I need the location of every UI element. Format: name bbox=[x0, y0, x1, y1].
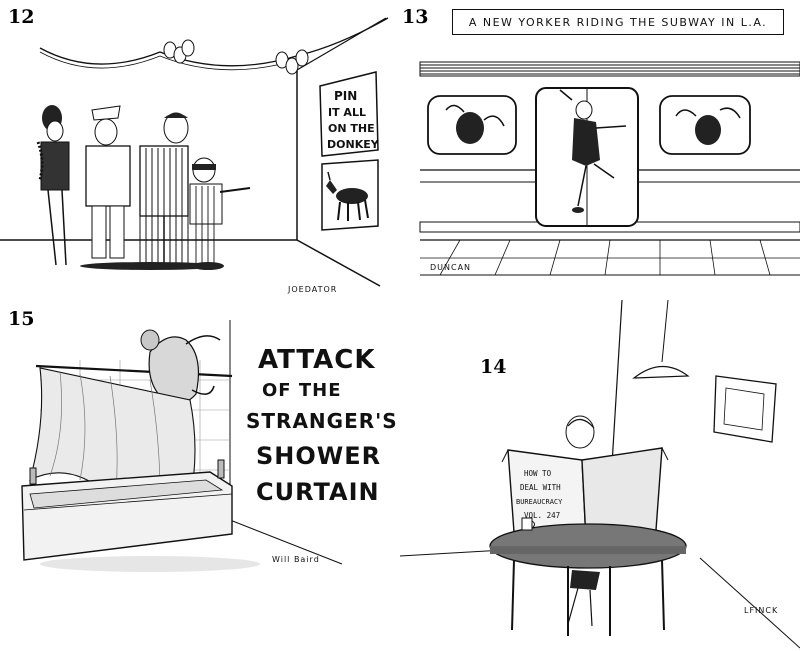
book-line-3: BUREAUCRACY bbox=[516, 498, 563, 506]
title-line-5: CURTAIN bbox=[256, 478, 380, 506]
sign-line-2: IT ALL bbox=[328, 106, 366, 119]
bathtub bbox=[21, 459, 233, 561]
wall-picture-frame bbox=[713, 375, 777, 443]
book-line-1: HOW TO bbox=[524, 469, 552, 478]
panel-number: 12 bbox=[8, 6, 35, 28]
round-table bbox=[489, 523, 687, 636]
reading-scene-drawing: HOW TO DEAL WITH BUREAUCRACY VOL. 247 LF… bbox=[400, 300, 800, 649]
panel-number: 13 bbox=[402, 6, 429, 28]
subway-scene-drawing: DUNCAN bbox=[419, 61, 800, 276]
shower-scene-drawing: ATTACK OF THE STRANGER'S SHOWER CURTAIN … bbox=[21, 320, 398, 572]
sign-line-3: ON THE bbox=[328, 122, 375, 135]
train-door bbox=[535, 87, 639, 227]
hanging-lamp bbox=[632, 300, 690, 379]
artist-signature: DUNCAN bbox=[430, 263, 471, 272]
train-window-left bbox=[427, 95, 517, 155]
train-window-right bbox=[659, 95, 751, 155]
balloon-cluster-left bbox=[163, 39, 195, 64]
large-book: HOW TO DEAL WITH BUREAUCRACY VOL. 247 bbox=[501, 447, 669, 541]
sign-line-4: DONKEY bbox=[327, 138, 380, 151]
donkey-picture bbox=[321, 159, 379, 231]
book-line-2: DEAL WITH bbox=[520, 483, 561, 492]
title-line-2: OF THE bbox=[262, 380, 342, 401]
balloon-cluster-right bbox=[275, 49, 309, 75]
curtain-creature bbox=[140, 329, 221, 405]
panel-number: 14 bbox=[480, 356, 507, 378]
book-line-4: VOL. 247 bbox=[524, 511, 560, 520]
man-light-suit bbox=[85, 105, 131, 259]
sign-line-1: PIN bbox=[334, 89, 357, 103]
blindfolded-child bbox=[189, 157, 251, 270]
woman-figure bbox=[36, 105, 70, 266]
man-striped-suit bbox=[139, 112, 189, 266]
cartoon-panel-15: 15 bbox=[0, 300, 400, 651]
panel-number: 15 bbox=[8, 308, 35, 330]
cartoon-panel-13: 13 A NEW YORKER RIDING THE SUBWAY IN L.A… bbox=[400, 0, 800, 300]
cartoon-panel-14: 14 HOW TO DEAL WITH BUREAUCRACY VOL. 247 bbox=[400, 300, 800, 651]
title-line-1: ATTACK bbox=[258, 345, 376, 375]
coffee-mug bbox=[521, 517, 535, 531]
title-line-3: STRANGER'S bbox=[246, 409, 398, 433]
artist-signature: Will Baird bbox=[272, 555, 320, 564]
cartoon-panel-12: 12 PIN IT ALL ON THE DONKEY bbox=[0, 0, 400, 300]
party-scene-drawing: PIN IT ALL ON THE DONKEY bbox=[0, 17, 389, 294]
caption-box: A NEW YORKER RIDING THE SUBWAY IN L.A. bbox=[452, 9, 784, 35]
artist-signature: LFINCK bbox=[744, 606, 778, 615]
title-line-4: SHOWER bbox=[256, 442, 381, 470]
artist-signature: JOEDATOR bbox=[287, 285, 337, 294]
